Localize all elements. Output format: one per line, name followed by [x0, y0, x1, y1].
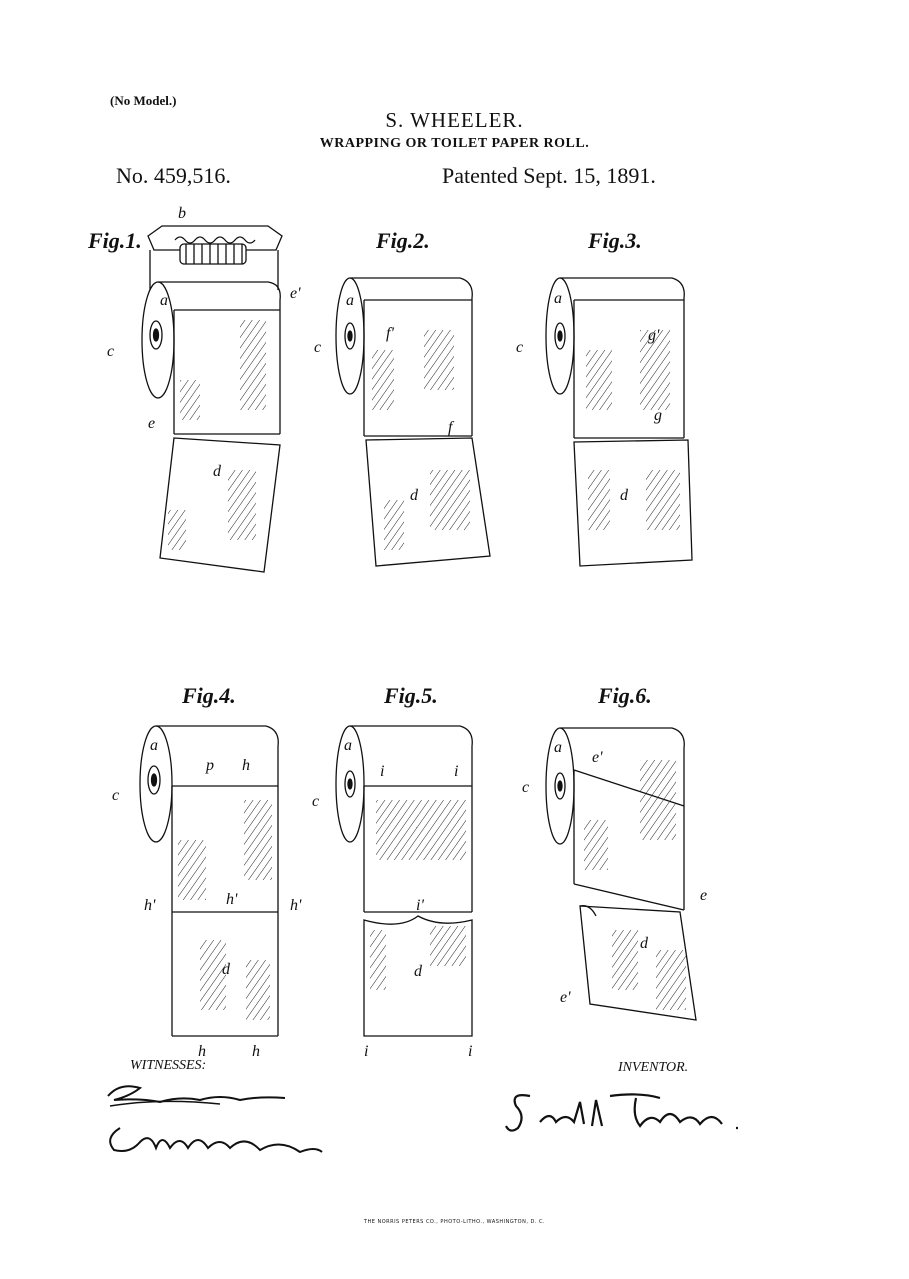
patent-title: WRAPPING OR TOILET PAPER ROLL. [319, 136, 590, 151]
witnesses-label: WITNESSES: [130, 1058, 207, 1073]
ref-letter-i: i [468, 1043, 472, 1060]
inventor-label: INVENTOR. [618, 1060, 689, 1075]
ref-letter-d: d [410, 487, 419, 504]
fig-5-label: Fig.5. [384, 683, 438, 708]
ref-letter-i1: i' [416, 897, 424, 914]
ref-letter-g: g [654, 407, 662, 424]
ref-letter-g1: g' [648, 327, 660, 344]
ref-letter-a: a [554, 739, 562, 756]
ref-letter-i: i [454, 763, 458, 780]
inventor-signature [505, 1093, 738, 1132]
ref-letter-a: a [554, 290, 562, 307]
fig-5-drawing [335, 725, 473, 1037]
fig-5-letters: a c i i i' d i i [312, 737, 472, 1060]
ref-letter-c: c [314, 339, 321, 356]
fig-4-letters: a c p h h' h' h' d h h [112, 737, 302, 1060]
fig-3-letters: a c g' g d [516, 290, 662, 504]
fig-1-drawing [141, 225, 283, 573]
ref-letter-c: c [112, 787, 119, 804]
witness-signature-1 [107, 1085, 286, 1107]
ref-letter-e1: e' [290, 285, 301, 302]
ref-letter-h1: h' [144, 897, 156, 914]
ref-letter-c: c [107, 343, 114, 360]
ref-letter-e: e [700, 887, 707, 904]
ref-letter-d: d [414, 963, 423, 980]
patent-number: No. 459,516. [116, 163, 231, 188]
ref-letter-h: h [252, 1043, 260, 1060]
ref-letter-a: a [150, 737, 158, 754]
fig-1-label: Fig.1. [88, 228, 142, 253]
ref-letter-f1: f' [386, 325, 394, 342]
ref-letter-c: c [516, 339, 523, 356]
ref-letter-c: c [312, 793, 319, 810]
fig-4-drawing [139, 725, 279, 1037]
ref-letter-i: i [380, 763, 384, 780]
ref-letter-h: h [242, 757, 250, 774]
fig-1-letters: b a c e e' d [107, 205, 301, 480]
ref-letter-e: e [148, 415, 155, 432]
ref-letter-d: d [222, 961, 231, 978]
printer-credit: THE NORRIS PETERS CO., PHOTO-LITHO., WAS… [363, 1219, 546, 1225]
ref-letter-d: d [213, 463, 222, 480]
ref-letter-f: f [448, 419, 455, 436]
inventor-name-header: S. WHEELER. [385, 108, 524, 132]
fig-2-letters: a c f' f d [314, 292, 455, 504]
ref-letter-h1: h' [226, 891, 238, 908]
ref-letter-e1: e' [560, 989, 571, 1006]
fig-2-drawing [335, 277, 491, 567]
fig-6-letters: a c e' e d e' [522, 739, 707, 1006]
ref-letter-a: a [344, 737, 352, 754]
ref-letter-a: a [346, 292, 354, 309]
ref-letter-b: b [178, 205, 186, 222]
no-model-note: (No Model.) [110, 93, 177, 108]
witness-signature-2 [109, 1127, 323, 1154]
ref-letter-p: p [205, 757, 214, 774]
ref-letter-i: i [364, 1043, 368, 1060]
ref-letter-h1: h' [290, 897, 302, 914]
fig-3-drawing [545, 277, 693, 567]
ref-letter-d: d [620, 487, 629, 504]
fig-2-label: Fig.2. [376, 228, 430, 253]
fig-6-drawing [545, 727, 697, 1021]
fig-6-label: Fig.6. [598, 683, 652, 708]
ref-letter-d: d [640, 935, 649, 952]
fig-3-label: Fig.3. [588, 228, 642, 253]
ref-letter-e1: e' [592, 749, 603, 766]
patent-date: Patented Sept. 15, 1891. [442, 163, 656, 188]
ref-letter-h: h [198, 1043, 206, 1060]
ref-letter-c: c [522, 779, 529, 796]
fig-4-label: Fig.4. [182, 683, 236, 708]
ref-letter-a: a [160, 292, 168, 309]
